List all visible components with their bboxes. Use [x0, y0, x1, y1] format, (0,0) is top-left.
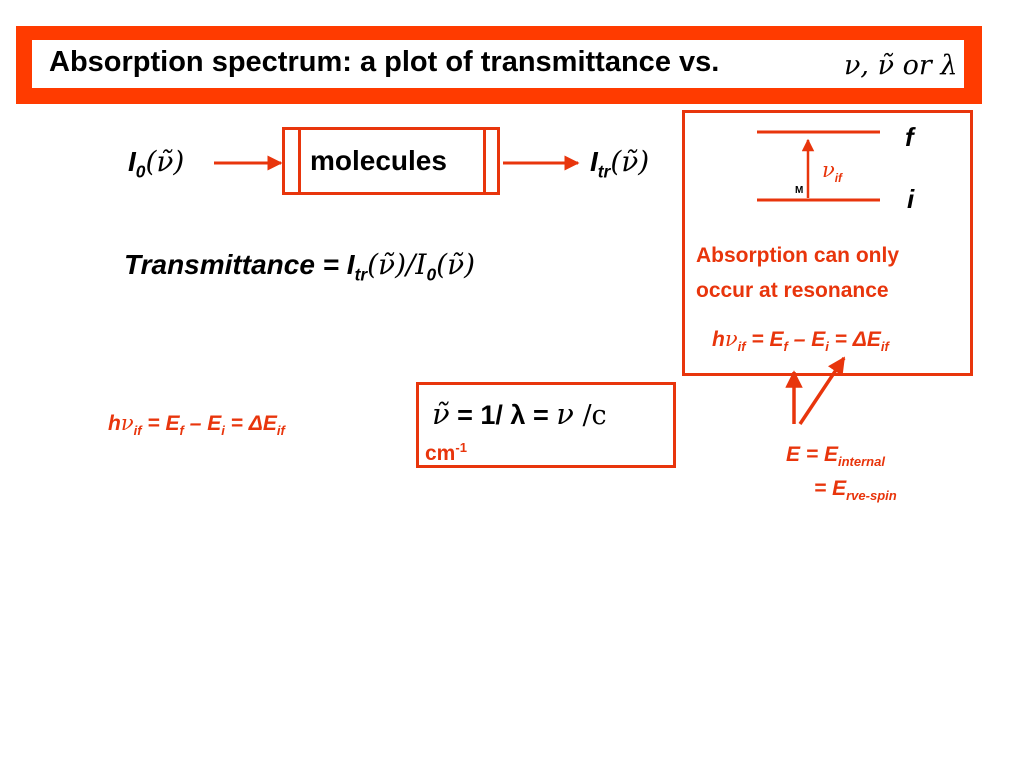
wavenumber-equation: ν̃ = 1/ λ = ν /c [432, 397, 607, 431]
sample-cell-inner [298, 127, 486, 195]
energy-equation: hνif = Ef – Ei = ΔEif [108, 411, 285, 439]
title-frame: Absorption spectrum: a plot of transmitt… [16, 26, 982, 104]
title-box: Absorption spectrum: a plot of transmitt… [32, 40, 964, 88]
wavenumber-unit: cm-1 [425, 440, 467, 465]
input-intensity: I0(ν̃) [128, 145, 185, 182]
sample-cell-outer [282, 127, 500, 195]
output-intensity: Itr(ν̃) [590, 145, 650, 182]
resonance-energy-equation: hνif = Ef – Ei = ΔEif [712, 327, 889, 355]
lower-level-label: i [907, 184, 915, 214]
resonance-box [682, 110, 973, 376]
small-label: M [795, 185, 804, 196]
transition-frequency-label: νif [822, 158, 842, 185]
resonance-text-line1: Absorption can only [696, 244, 900, 267]
internal-energy-line2: = Erve-spin [814, 477, 897, 504]
transmittance-equation: Transmittance = Itr(ν̃)/I0(ν̃) [124, 248, 476, 285]
upper-level-label: f [905, 122, 914, 152]
pointer-arrow-diagonal [798, 356, 846, 425]
resonance-text-line2: occur at resonance [696, 279, 889, 302]
slide-title: Absorption spectrum: a plot of transmitt… [49, 46, 720, 78]
wavenumber-box [416, 382, 676, 468]
internal-energy-line1: E = Einternal [786, 443, 885, 470]
title-symbols: ν, ν̃ or λ [844, 50, 958, 81]
sample-cell-label: molecules [310, 145, 447, 176]
